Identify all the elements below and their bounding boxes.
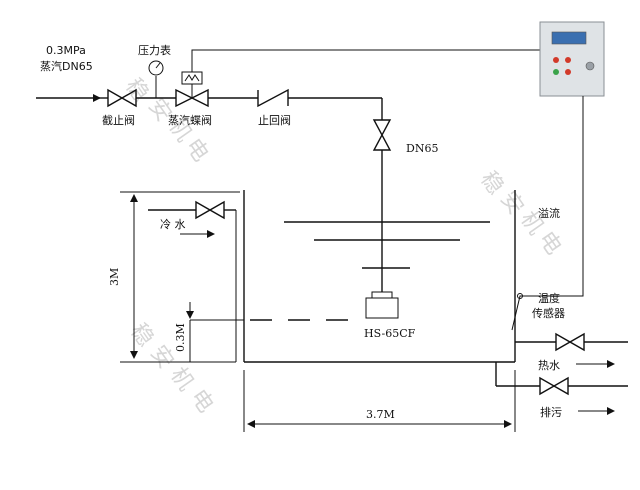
temp-sensor-label-line1: 温度 <box>538 291 560 305</box>
pressure-label: 0.3MPa <box>46 44 86 57</box>
control-panel-display <box>551 31 587 45</box>
lamp-red-3 <box>565 69 571 75</box>
stop-valve <box>107 88 137 108</box>
temp-sensor-label-line2: 传感器 <box>532 307 565 320</box>
gauge-needle <box>155 62 161 69</box>
control-signal-line <box>191 49 540 72</box>
check-valve-icon <box>257 88 289 108</box>
watermark-char-9: 稳 <box>125 319 158 351</box>
cold-water-valve-icon <box>195 200 225 220</box>
overflow-label: 溢流 <box>538 206 560 220</box>
actuator-symbol-icon <box>184 74 200 82</box>
cold-water-label: 冷 水 <box>160 218 186 231</box>
heater-unit-icon <box>365 297 399 319</box>
watermark-char-12: 电 <box>185 385 218 417</box>
pipe-size-label: DN65 <box>406 142 438 155</box>
steam-inlet-label: 蒸汽DN65 <box>40 59 93 73</box>
drain-label: 排污 <box>540 405 562 419</box>
lamp-red-1 <box>553 57 559 63</box>
tank-width-label: 3.7M <box>366 408 395 421</box>
drain-valve-icon <box>539 376 569 396</box>
check-valve <box>257 88 289 108</box>
steam-butterfly-valve <box>175 71 209 108</box>
heater-neck <box>371 291 393 299</box>
watermark-char-11: 机 <box>165 363 198 395</box>
check-valve-label: 止回阀 <box>258 113 291 127</box>
butterfly-valve-label: 蒸汽蝶阀 <box>168 113 212 127</box>
heater-model-label: HS-65CF <box>364 327 416 340</box>
lamp-green-1 <box>553 69 559 75</box>
pressure-gauge-icon <box>148 60 164 76</box>
control-panel <box>539 21 605 97</box>
tank-height-label: 3M <box>108 268 121 286</box>
water-level-label: 0.3M <box>174 323 187 352</box>
actuator-icon <box>181 71 203 85</box>
pressure-gauge-label: 压力表 <box>138 43 171 57</box>
hot-water-label: 热水 <box>538 359 560 372</box>
lamp-red-2 <box>565 57 571 63</box>
hot-water-valve-icon <box>555 332 585 352</box>
stop-valve-label: 截止阀 <box>102 113 135 127</box>
sensor-wire <box>511 96 584 331</box>
temp-sensor-icon <box>517 293 523 299</box>
stop-valve-icon <box>107 88 137 108</box>
butterfly-valve-icon <box>175 88 209 108</box>
selector-knob <box>585 61 595 71</box>
vertical-valve-icon <box>372 119 392 151</box>
